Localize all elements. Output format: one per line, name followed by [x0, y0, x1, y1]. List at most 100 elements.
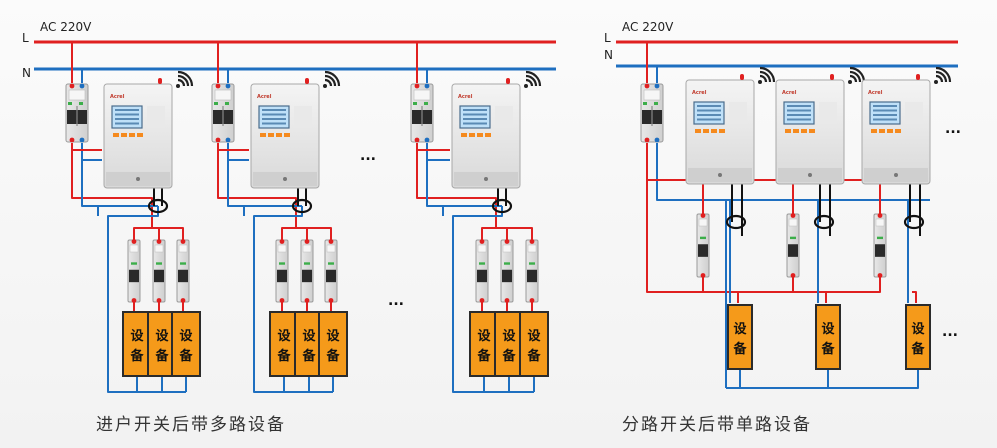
monitor-unit-icon: Acrel — [861, 66, 952, 185]
unit-button — [469, 133, 475, 137]
wifi-signal-icon — [525, 74, 538, 87]
terminal-dot — [479, 298, 485, 303]
terminal-dot — [414, 137, 420, 143]
monitor-unit-icon: Acrel — [685, 66, 776, 185]
terminal-dot — [79, 83, 85, 89]
right-live-bus — [646, 143, 881, 293]
terminal-dot — [790, 213, 796, 218]
mcb-label-plate — [502, 244, 512, 253]
device-label-char: 设 — [179, 329, 193, 344]
terminal-dot — [424, 83, 430, 89]
mcb-toggle — [698, 244, 708, 257]
mcb-indicator — [328, 262, 334, 265]
device-box-body — [318, 311, 348, 377]
wifi-signal-icon — [324, 74, 337, 87]
mcb-indicator — [529, 262, 535, 265]
device-box: 设备 — [269, 311, 299, 377]
wifi-signal-icon — [525, 70, 542, 87]
terminal-dot — [700, 273, 706, 278]
device-box-body — [905, 304, 931, 370]
screen-line — [463, 122, 487, 125]
indicator-led-icon — [830, 74, 834, 80]
terminal-dot — [225, 137, 231, 143]
screen-line — [115, 122, 139, 125]
device-box-body — [122, 311, 152, 377]
terminal-dot — [79, 137, 85, 143]
screen-line — [873, 118, 897, 121]
device-label-char: 设 — [130, 329, 144, 344]
circuit-breaker-icon — [525, 239, 539, 303]
terminal-dot — [424, 137, 430, 143]
current-transformer-ring-icon — [903, 214, 925, 230]
terminal-dot — [644, 137, 650, 143]
screen-line — [463, 113, 487, 116]
live-feed — [152, 227, 160, 240]
device-box: 设备 — [171, 311, 201, 377]
mcb-toggle — [178, 269, 188, 283]
mcb-label-plate — [302, 244, 312, 253]
terminal-dot — [215, 83, 221, 89]
unit-button — [129, 133, 135, 137]
terminal-dot — [279, 239, 285, 244]
unit-screw — [808, 173, 812, 177]
device-label-char: 备 — [526, 348, 541, 364]
screen-line — [787, 109, 811, 112]
screen-line — [463, 118, 487, 120]
indicator-led-icon — [916, 74, 920, 80]
mcb-label-plate — [277, 244, 287, 253]
unit-screw — [283, 177, 287, 181]
mcb-indicator — [877, 236, 883, 240]
terminal-dot — [504, 298, 510, 303]
terminal-dot — [180, 239, 186, 244]
mcb-label-plate — [698, 218, 708, 227]
mcb-indicator — [700, 236, 706, 240]
right-line-label: L — [604, 31, 611, 45]
unit-button — [793, 129, 799, 133]
wifi-signal-icon — [848, 80, 852, 84]
mcb-label-plate — [129, 244, 139, 253]
wifi-signal-icon — [324, 70, 341, 87]
main-breaker — [410, 83, 434, 143]
terminal-dot — [156, 239, 162, 244]
screen-line — [262, 113, 286, 116]
mcb-toggle — [527, 269, 537, 283]
unit-button — [485, 133, 491, 137]
device-box-body — [269, 311, 299, 377]
unit-brand: Acrel — [458, 94, 473, 100]
unit-screw — [484, 177, 488, 181]
device-live — [822, 291, 827, 303]
breaker-label-plate — [413, 89, 431, 101]
device-box: 设备 — [469, 311, 499, 377]
current-transformer-ring-icon — [813, 214, 835, 230]
live-feed — [152, 227, 184, 240]
terminal-dot — [180, 298, 186, 303]
unit-button — [268, 133, 274, 137]
circuit-breaker-icon — [873, 213, 887, 278]
device-label-char: 备 — [732, 341, 747, 357]
terminal-dot — [131, 239, 137, 244]
terminal-dot — [877, 273, 883, 278]
device-box: 设备 — [494, 311, 524, 377]
breaker-indicator — [68, 102, 72, 105]
mcb-label-plate — [527, 244, 537, 253]
screen-line — [262, 122, 286, 125]
breaker-split — [651, 106, 653, 126]
screen-line — [697, 105, 721, 107]
live-feed — [71, 143, 153, 240]
device-box-body — [494, 311, 524, 377]
wifi-signal-icon — [176, 84, 180, 88]
terminal-dot — [529, 239, 535, 244]
circuit-breaker-icon — [324, 239, 338, 303]
screen-line — [115, 113, 139, 116]
device-label-char: 备 — [501, 348, 516, 364]
neutral-link — [427, 205, 444, 216]
neutral-return — [726, 369, 829, 389]
indicator-led-icon — [506, 78, 510, 84]
right-caption: 分路开关后带单路设备 — [622, 415, 812, 435]
device-label-char: 备 — [476, 348, 491, 364]
circuit-breaker-icon — [300, 239, 314, 303]
terminal-dot — [131, 298, 137, 303]
screen-line — [262, 118, 286, 120]
left-bus-bars — [34, 40, 556, 71]
terminal-dot — [529, 298, 535, 303]
